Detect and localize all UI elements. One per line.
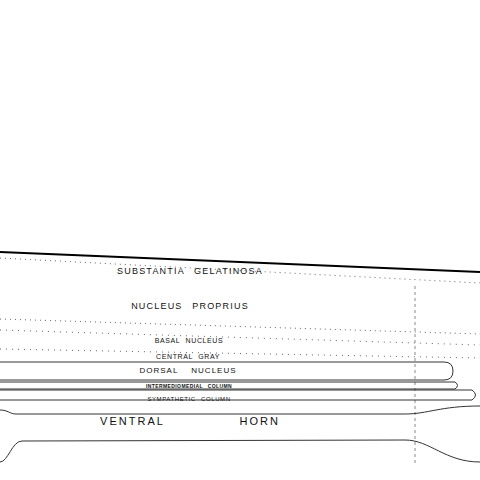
ventral-horn-outline	[0, 406, 480, 414]
intermediomedial-outline	[0, 382, 458, 389]
dotted-boundary	[0, 330, 480, 345]
region-label: SYMPATHETIC COLUMN	[147, 396, 230, 402]
proprius-band: NUCLEUS PROPRIUS	[131, 302, 249, 311]
intermediomedial-band: INTERMEDIOMEDIAL COLUMN	[146, 383, 232, 388]
basal-band: BASAL NUCLEUS	[155, 337, 224, 344]
sympathetic-band: SYMPATHETIC COLUMN	[147, 396, 230, 402]
region-label: CENTRAL GRAY	[156, 353, 220, 360]
dotted-boundary	[0, 349, 480, 358]
ventral-horn-outline	[0, 440, 480, 462]
region-label: SUBSTANTIA GELATINOSA	[117, 267, 263, 276]
sympathetic-column-outline	[0, 390, 476, 400]
region-label: NUCLEUS PROPRIUS	[131, 302, 249, 311]
central-band: CENTRAL GRAY	[156, 353, 220, 360]
ventral-horn-band: VENTRAL HORN	[100, 416, 280, 427]
dotted-boundary	[0, 258, 480, 283]
gelatinosa-band: SUBSTANTIA GELATINOSA	[117, 267, 263, 276]
region-label: BASAL NUCLEUS	[155, 337, 224, 344]
region-label: VENTRAL HORN	[100, 416, 280, 427]
dorsal-nucleus-outline	[0, 362, 453, 380]
region-label: INTERMEDIOMEDIAL COLUMN	[146, 383, 232, 388]
region-label: DORSAL NUCLEUS	[139, 367, 236, 375]
dashed-segment-line	[415, 286, 416, 466]
dorsal-nucleus-band: DORSAL NUCLEUS	[139, 367, 236, 375]
